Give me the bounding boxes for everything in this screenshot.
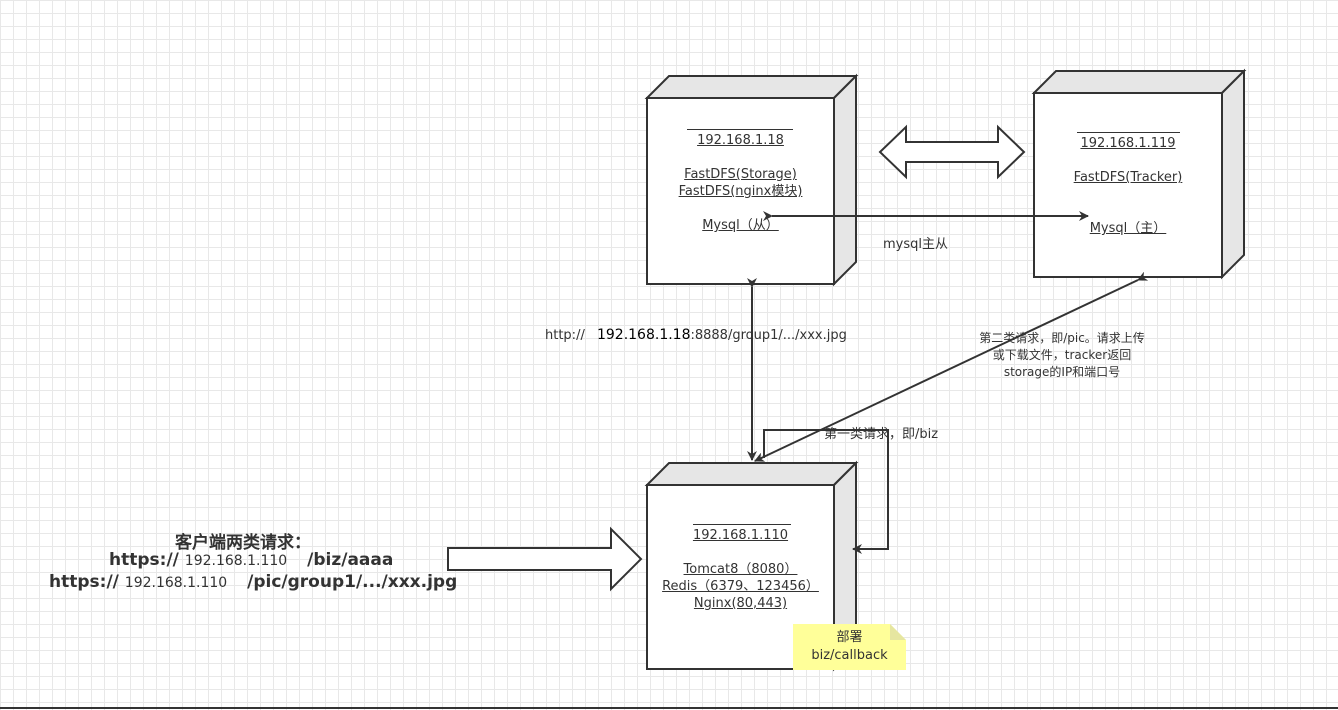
deploy-note-text: 部署 biz/callback — [793, 629, 906, 665]
app-node-text: 192.168.1.110 Tomcat8（8080） Redis（6379、1… — [647, 527, 834, 612]
storage-service-2: FastDFS(nginx模块) — [678, 184, 803, 199]
client-request-1-ip: 192.168.1.110 — [184, 553, 288, 569]
client-request-1: https:// 192.168.1.110 /biz/aaaa — [109, 550, 393, 570]
storage-tracker-double-arrow — [878, 124, 1026, 180]
tracker-node-text: 192.168.1.119 FastDFS(Tracker) Mysql（主） — [1034, 135, 1222, 237]
tracker-node[interactable] — [1031, 68, 1247, 280]
second-request-line-3: storage的IP和端口号 — [1003, 365, 1121, 379]
storage-service-1: FastDFS(Storage) — [684, 167, 797, 182]
tracker-ip: 192.168.1.119 — [1080, 136, 1176, 151]
tracker-mysql: Mysql（主） — [1089, 221, 1167, 236]
storage-ip: 192.168.1.18 — [697, 133, 784, 148]
deploy-note[interactable] — [793, 624, 906, 670]
second-request-line-1: 第二类请求，即/pic。请求上传 — [979, 331, 1145, 345]
canvas-bottom-border — [0, 707, 1338, 709]
storage-url-ip: 192.168.1.18 — [596, 327, 691, 343]
client-request-1-prefix: https:// — [109, 550, 179, 570]
storage-url-label: http:// 192.168.1.18:8888/group1/.../xxx… — [545, 327, 847, 343]
first-request-label: 第一类请求，即/biz — [824, 427, 939, 442]
deploy-note-line-1: 部署 — [836, 630, 863, 645]
mysql-sync-label: mysql主从 — [883, 237, 948, 252]
second-request-line-2: 或下载文件，tracker返回 — [992, 348, 1132, 362]
client-request-2: https:// 192.168.1.110 /pic/group1/.../x… — [49, 572, 457, 592]
deploy-note-line-2: biz/callback — [811, 648, 888, 663]
storage-ip-overline — [687, 129, 793, 130]
storage-mysql: Mysql（从） — [702, 218, 779, 233]
tracker-service: FastDFS(Tracker) — [1073, 170, 1183, 185]
client-request-1-path: /biz/aaaa — [307, 550, 394, 570]
app-tomcat: Tomcat8（8080） — [683, 562, 798, 577]
storage-url-prefix: http:// — [545, 328, 585, 343]
client-block-arrow — [447, 526, 643, 592]
app-redis: Redis（6379、123456） — [662, 579, 819, 594]
app-nginx: Nginx(80,443) — [693, 596, 788, 611]
storage-node-text: 192.168.1.18 FastDFS(Storage) FastDFS(ng… — [647, 132, 834, 234]
first-request-connector — [763, 429, 889, 554]
second-request-label: 第二类请求，即/pic。请求上传 或下载文件，tracker返回 storage… — [950, 330, 1174, 381]
app-ip-overline — [693, 524, 791, 525]
client-request-2-prefix: https:// — [49, 572, 119, 592]
client-title: 客户端两类请求： — [175, 533, 311, 553]
app-ip: 192.168.1.110 — [692, 528, 789, 543]
tracker-ip-overline — [1077, 132, 1180, 133]
client-request-2-path: /pic/group1/.../xxx.jpg — [247, 572, 458, 592]
client-request-2-ip: 192.168.1.110 — [124, 575, 228, 591]
storage-url-suffix: :8888/group1/.../xxx.jpg — [690, 328, 847, 343]
